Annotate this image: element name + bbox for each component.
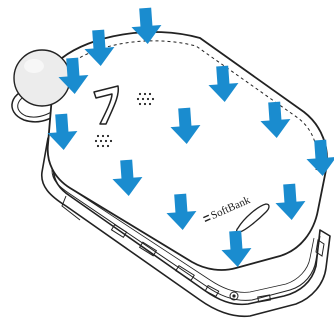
battery-cover [48, 32, 327, 270]
